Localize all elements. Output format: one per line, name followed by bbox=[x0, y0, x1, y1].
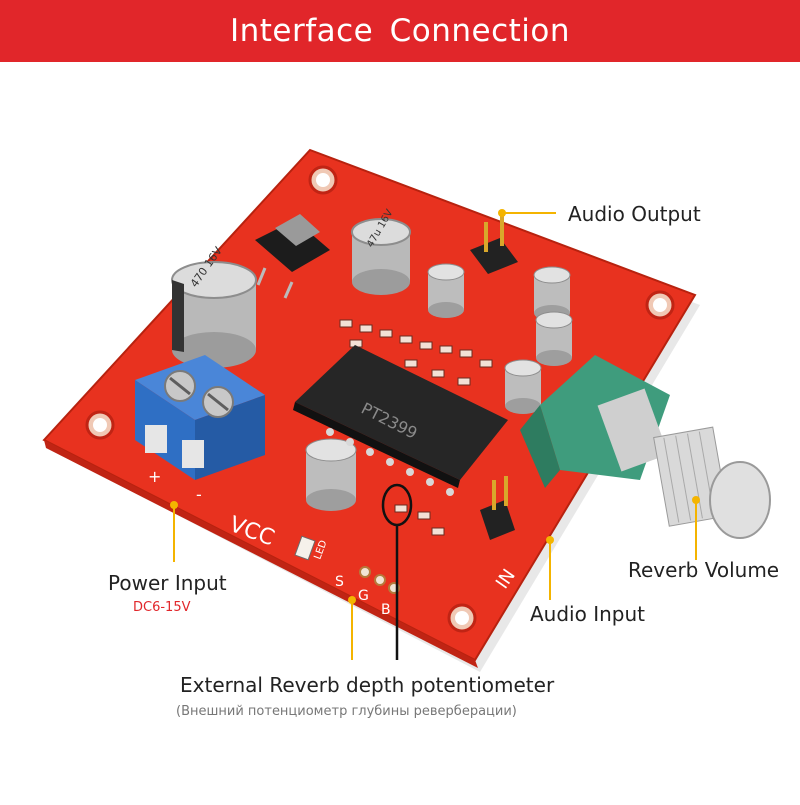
minus-silk: - bbox=[196, 485, 202, 504]
audio-input-header bbox=[480, 476, 515, 540]
pcb-edge bbox=[44, 440, 478, 668]
reverb-volume-label: Reverb Volume bbox=[628, 558, 780, 582]
small-capacitors bbox=[305, 263, 573, 511]
callout-lines bbox=[170, 209, 700, 660]
product-photo: 470 16V 47u 16V bbox=[0, 62, 800, 800]
mounting-holes bbox=[85, 165, 675, 633]
led bbox=[294, 535, 316, 561]
audio-output-header bbox=[470, 216, 518, 274]
power-terminal-block bbox=[135, 355, 265, 480]
capacitor-470uf bbox=[171, 261, 257, 368]
smd-components bbox=[339, 319, 493, 536]
audio-input-label: Audio Input bbox=[530, 602, 645, 626]
external-pot-ru-label: (Внешний потенциометр глубины реверберац… bbox=[176, 704, 517, 719]
pin-b-silk: B bbox=[381, 602, 391, 618]
title-banner: Interface Connection bbox=[0, 0, 800, 62]
board-illustration: 470 16V 47u 16V bbox=[42, 148, 771, 672]
pin-s-silk: S bbox=[335, 574, 344, 590]
audio-output-label: Audio Output bbox=[568, 202, 701, 226]
reverb-potentiometer bbox=[520, 355, 771, 539]
voltage-regulator bbox=[255, 214, 330, 299]
banner-title: Interface Connection bbox=[229, 13, 571, 49]
plus-silk: + bbox=[148, 467, 161, 486]
power-input-label: Power Input bbox=[108, 571, 227, 595]
pt2399-chip bbox=[293, 345, 508, 488]
chip-pins bbox=[326, 428, 454, 496]
external-pot-label: External Reverb depth potentiometer bbox=[180, 673, 555, 697]
power-spec-label: DC6-15V bbox=[133, 600, 191, 615]
capacitor-47uf bbox=[351, 218, 411, 295]
pin-g-silk: G bbox=[358, 588, 369, 604]
